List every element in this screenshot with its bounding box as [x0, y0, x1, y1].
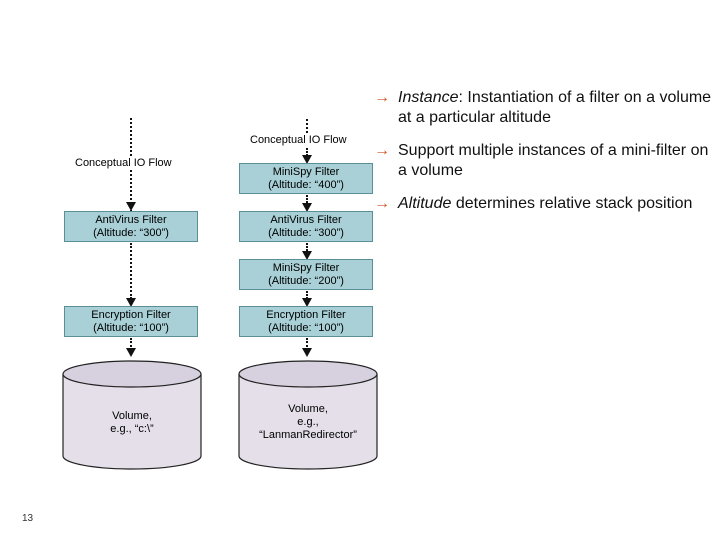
right-arrow-icon: → — [374, 195, 390, 212]
bullet-item: → Support multiple instances of a mini-f… — [372, 141, 712, 181]
filter-altitude: (Altitude: “300”) — [268, 226, 344, 239]
page-number: 13 — [22, 513, 34, 524]
right-filter-minispy-200: MiniSpy Filter (Altitude: “200”) — [239, 259, 373, 290]
right-arrow-4 — [302, 298, 312, 307]
volume-line-3: “LanmanRedirector” — [259, 429, 357, 441]
bullet-text: Support multiple instances of a mini-fil… — [398, 142, 709, 179]
right-arrow-3 — [302, 251, 312, 260]
bullet-text: determines relative stack position — [451, 195, 693, 212]
cylinder-icon — [62, 360, 202, 470]
right-arrow-2 — [302, 203, 312, 212]
filter-name: Encryption Filter — [91, 308, 171, 321]
filter-altitude: (Altitude: “200”) — [268, 274, 344, 287]
filter-altitude: (Altitude: “100”) — [268, 321, 344, 334]
right-filter-encryption-100: Encryption Filter (Altitude: “100”) — [239, 306, 373, 337]
volume-line-1: Volume, — [112, 410, 152, 422]
filter-name: AntiVirus Filter — [95, 213, 167, 226]
cylinder-icon — [238, 360, 378, 470]
right-flow-line-2 — [306, 195, 308, 203]
right-flow-label: Conceptual IO Flow — [250, 134, 347, 146]
right-flow-line-3 — [306, 243, 308, 251]
volume-line-2: e.g., “c:\” — [110, 423, 154, 435]
left-flow-line-3 — [130, 338, 132, 350]
right-arrow-1 — [302, 155, 312, 164]
bullet-text: : Instantiation of a filter on a volume … — [398, 89, 712, 126]
right-volume-cylinder: Volume, e.g., “LanmanRedirector” — [238, 360, 378, 470]
right-flow-line-1 — [306, 119, 308, 133]
filter-name: Encryption Filter — [266, 308, 346, 321]
left-volume-cylinder: Volume, e.g., “c:\” — [62, 360, 202, 470]
bullet-list: → Instance: Instantiation of a filter on… — [372, 88, 712, 227]
right-filter-minispy-400: MiniSpy Filter (Altitude: “400”) — [239, 163, 373, 194]
filter-altitude: (Altitude: “300”) — [93, 226, 169, 239]
filter-name: MiniSpy Filter — [272, 165, 340, 178]
filter-altitude: (Altitude: “400”) — [268, 178, 344, 191]
bullet-item: → Instance: Instantiation of a filter on… — [372, 88, 712, 128]
right-arrow-icon: → — [374, 142, 390, 159]
right-arrow-icon: → — [374, 89, 390, 106]
left-flow-label: Conceptual IO Flow — [73, 157, 174, 169]
right-flow-line-1b — [306, 148, 308, 156]
left-filter-encryption: Encryption Filter (Altitude: “100”) — [64, 306, 198, 337]
bullet-item: → Altitude determines relative stack pos… — [372, 194, 712, 214]
left-arrow-2 — [126, 298, 136, 307]
right-arrow-5 — [302, 348, 312, 357]
left-filter-antivirus: AntiVirus Filter (Altitude: “300”) — [64, 211, 198, 242]
left-arrow-3 — [126, 348, 136, 357]
bullet-term: Instance — [398, 89, 459, 106]
left-flow-line-2 — [130, 243, 132, 299]
left-arrow-1 — [126, 202, 136, 211]
filter-altitude: (Altitude: “100”) — [93, 321, 169, 334]
volume-line-1: Volume, — [288, 403, 328, 415]
right-flow-line-4 — [306, 291, 308, 299]
filter-name: MiniSpy Filter — [272, 261, 340, 274]
right-flow-line-5 — [306, 338, 308, 350]
volume-line-2: e.g., — [297, 416, 319, 428]
filter-name: AntiVirus Filter — [270, 213, 342, 226]
bullet-term: Altitude — [398, 195, 452, 212]
right-filter-antivirus-300: AntiVirus Filter (Altitude: “300”) — [239, 211, 373, 242]
